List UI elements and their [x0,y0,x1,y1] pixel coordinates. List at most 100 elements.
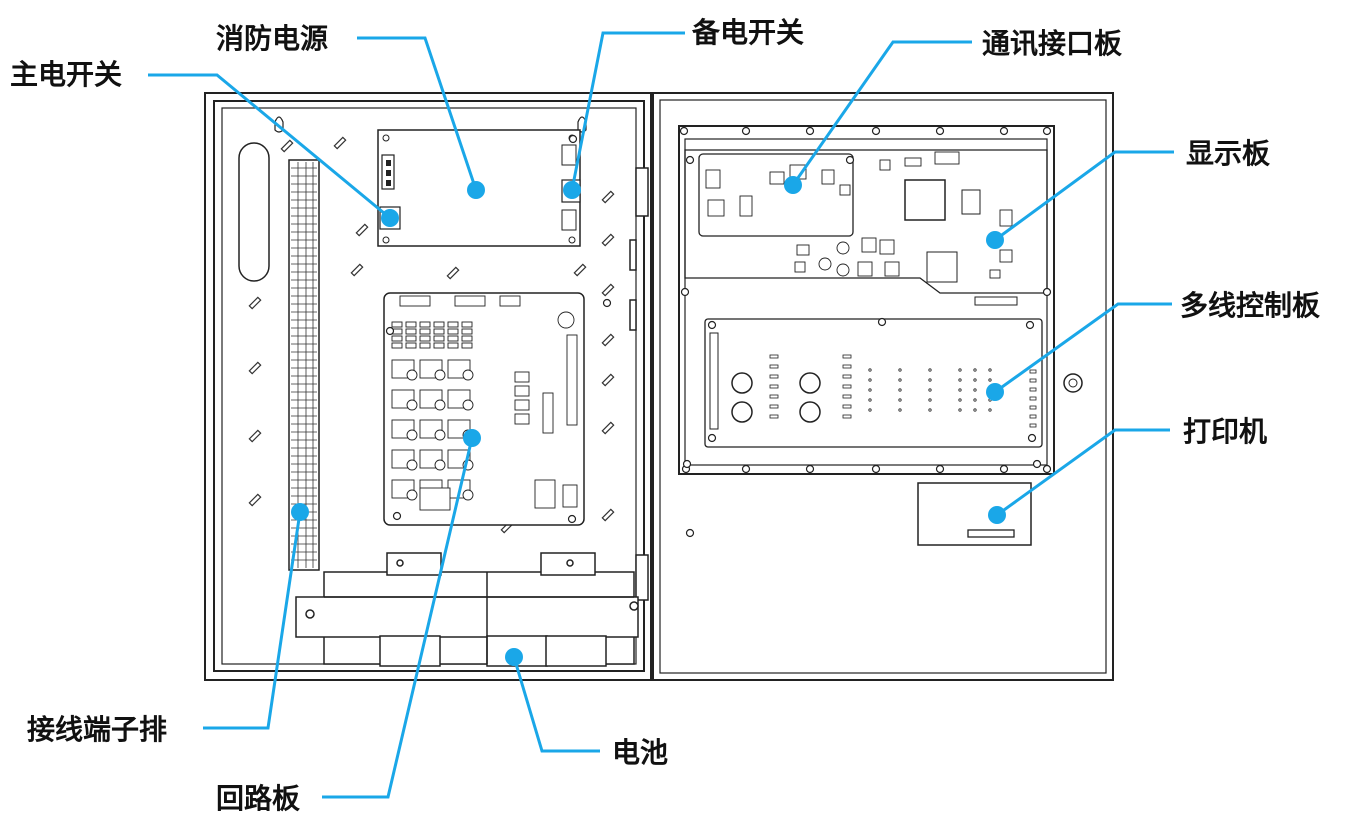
loop-capacitor [434,459,446,471]
fuse [350,263,364,277]
leader-battery [512,656,600,753]
fuse [573,263,587,277]
leader-display-board [994,150,1174,242]
leader-loop-board [322,437,474,799]
screw [392,511,402,521]
multi-led [769,394,779,399]
fuse [355,223,369,237]
callout-dot [505,648,523,666]
multi-led [842,404,852,409]
screw [1042,464,1052,474]
loop-capacitor [406,369,418,381]
loop-connector [542,392,554,434]
loop-capacitor [557,311,575,329]
multi-dot [868,398,872,402]
loop-capacitor [406,399,418,411]
multi-line-control-board [704,318,1043,448]
loop-relay [419,487,451,511]
multi-led [1029,414,1037,419]
loop-capacitor [406,489,418,501]
screw [877,317,887,327]
loop-component [447,335,459,342]
display-component [884,261,900,277]
multi-led [842,354,852,359]
multi-dot [973,378,977,382]
multi-dot [928,408,932,412]
fuse [333,136,347,150]
fuse [601,373,615,387]
display-component [879,239,895,255]
screw [1042,126,1052,136]
callout-dot [986,231,1004,249]
leader-backup-switch [570,31,685,191]
screw [685,528,695,538]
loop-component [391,335,403,342]
multi-led [1029,423,1037,428]
label-backup-switch: 备电开关 [692,16,805,49]
loop-capacitor [462,369,474,381]
multi-dot [958,378,962,382]
label-display-board: 显示板 [1186,137,1271,170]
display-component [839,184,851,196]
loop-capacitor [434,429,446,441]
fuse [248,493,262,507]
label-comm-board: 通讯接口板 [982,27,1123,60]
battery-compartment [295,552,639,667]
multi-led [769,364,779,369]
label-printer: 打印机 [1183,415,1268,448]
multi-dot [898,368,902,372]
multi-led [769,414,779,419]
loop-component [405,342,417,349]
fuse [248,361,262,375]
multi-led [842,364,852,369]
loop-relay [562,484,578,508]
multi-dot [988,368,992,372]
fuse [601,190,615,204]
loop-component [419,321,431,328]
screw [999,464,1009,474]
screw [707,320,717,330]
fuse-marks [248,136,615,534]
label-multi-line-board: 多线控制板 [1180,289,1321,322]
loop-chip [514,413,530,425]
display-board [684,149,1048,306]
multi-dot [898,378,902,382]
multi-dot [958,388,962,392]
cable-slot [238,142,270,282]
loop-component [461,321,473,328]
label-loop-board: 回路板 [216,782,301,815]
multi-dot [988,408,992,412]
display-capacitor [836,263,850,277]
display-component [796,244,810,256]
loop-capacitor [434,369,446,381]
display-capacitor [836,241,850,255]
callout-dot [986,383,1004,401]
loop-relay [534,479,556,509]
label-fire-power: 消防电源 [216,22,329,55]
loop-capacitor [406,429,418,441]
leader-comm-board [791,40,972,186]
comm-interface-board [698,153,854,237]
loop-component [391,342,403,349]
hinges [629,167,649,601]
fuse [601,283,615,297]
multi-led [769,374,779,379]
screw [1025,320,1035,330]
loop-board [383,292,585,526]
display-component [739,195,753,217]
multi-dot [973,388,977,392]
loop-component [447,328,459,335]
label-terminal-strip: 接线端子排 [27,713,168,746]
display-component [934,151,960,165]
loop-component [433,342,445,349]
screw [845,155,855,165]
multi-led [842,394,852,399]
multi-led [1029,387,1037,392]
multi-dot [928,398,932,402]
multi-led [1029,396,1037,401]
multi-dot [958,368,962,372]
loop-capacitor [462,489,474,501]
screw [680,287,690,297]
